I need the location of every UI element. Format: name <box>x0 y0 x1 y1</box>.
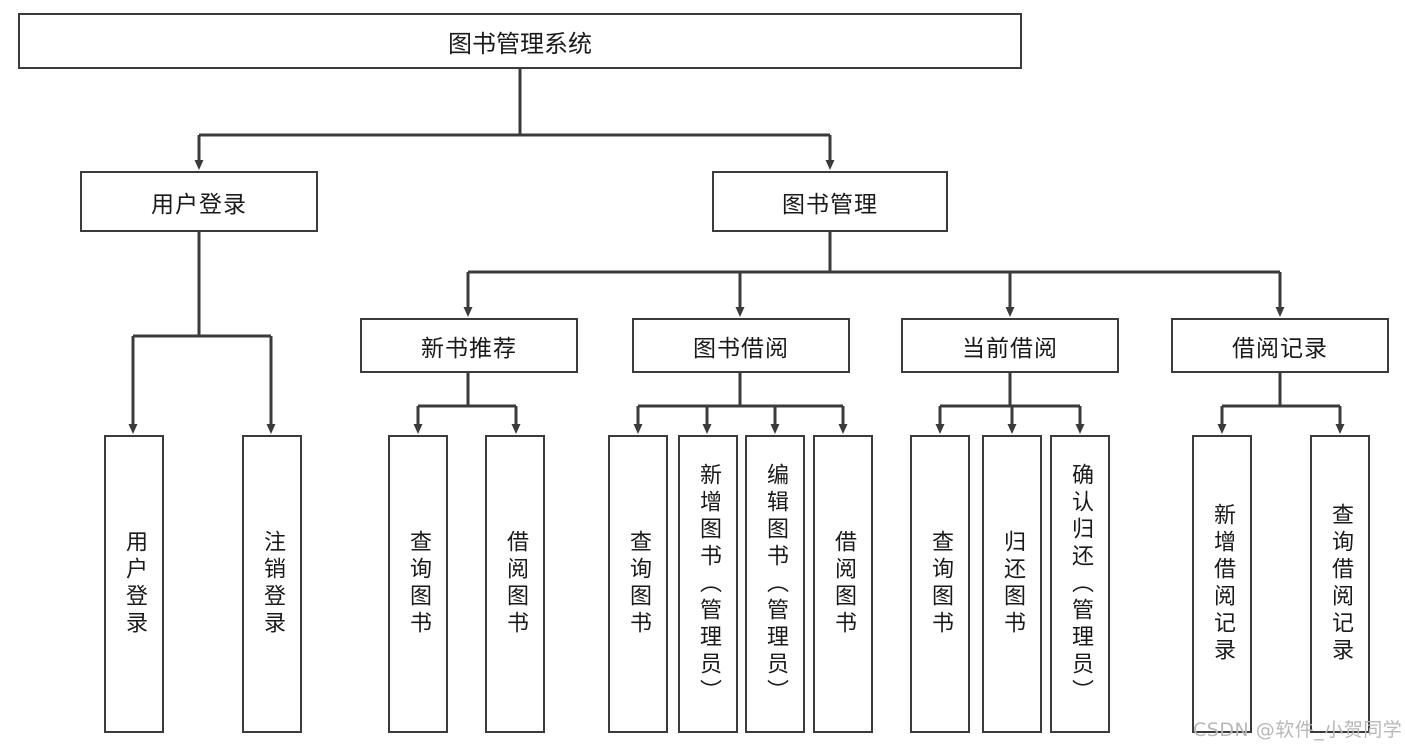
node-label: 确认归还（管理员） <box>1068 462 1093 706</box>
node-label: 借阅记录 <box>1232 335 1328 362</box>
node-label: 查询图书 <box>626 530 651 638</box>
node-leaf-query-borrow-record[interactable]: 查询借阅记录 <box>1310 435 1370 733</box>
node-leaf-logout-login[interactable]: 注销登录 <box>242 435 302 733</box>
node-leaf-user-login[interactable]: 用户登录 <box>104 435 164 733</box>
node-label: 查询图书 <box>406 530 431 638</box>
node-leaf-add-borrow-record[interactable]: 新增借阅记录 <box>1192 435 1252 733</box>
node-label: 归还图书 <box>1000 530 1025 638</box>
node-new-book-recommend[interactable]: 新书推荐 <box>360 318 578 373</box>
node-leaf-query-books-2[interactable]: 查询图书 <box>608 435 668 733</box>
node-label: 查询借阅记录 <box>1328 503 1353 665</box>
node-label: 用户登录 <box>122 530 147 638</box>
node-label: 图书管理系统 <box>448 29 592 58</box>
node-label: 新增图书（管理员） <box>696 462 721 706</box>
node-label: 注销登录 <box>260 530 285 638</box>
node-leaf-add-book-admin[interactable]: 新增图书（管理员） <box>678 435 738 733</box>
node-book-management[interactable]: 图书管理 <box>712 171 948 232</box>
node-label: 图书管理 <box>782 191 878 218</box>
node-label: 借阅图书 <box>831 530 856 638</box>
node-label: 新书推荐 <box>421 335 517 362</box>
node-label: 当前借阅 <box>962 335 1058 362</box>
node-label: 用户登录 <box>151 191 247 218</box>
node-leaf-return-books[interactable]: 归还图书 <box>982 435 1042 733</box>
node-label: 图书借阅 <box>693 335 789 362</box>
node-leaf-edit-book-admin[interactable]: 编辑图书（管理员） <box>745 435 805 733</box>
node-label: 新增借阅记录 <box>1210 503 1235 665</box>
node-current-borrow[interactable]: 当前借阅 <box>901 318 1119 373</box>
node-user-login[interactable]: 用户登录 <box>80 171 318 232</box>
node-borrow-records[interactable]: 借阅记录 <box>1171 318 1389 373</box>
node-label: 查询图书 <box>928 530 953 638</box>
node-leaf-confirm-return-admin[interactable]: 确认归还（管理员） <box>1050 435 1110 733</box>
node-leaf-borrow-books-2[interactable]: 借阅图书 <box>813 435 873 733</box>
node-label: 借阅图书 <box>503 530 528 638</box>
node-book-borrow[interactable]: 图书借阅 <box>632 318 850 373</box>
node-root-system[interactable]: 图书管理系统 <box>18 13 1022 69</box>
node-leaf-borrow-books-1[interactable]: 借阅图书 <box>485 435 545 733</box>
node-leaf-query-books-1[interactable]: 查询图书 <box>388 435 448 733</box>
node-leaf-query-books-3[interactable]: 查询图书 <box>910 435 970 733</box>
node-label: 编辑图书（管理员） <box>763 462 788 706</box>
